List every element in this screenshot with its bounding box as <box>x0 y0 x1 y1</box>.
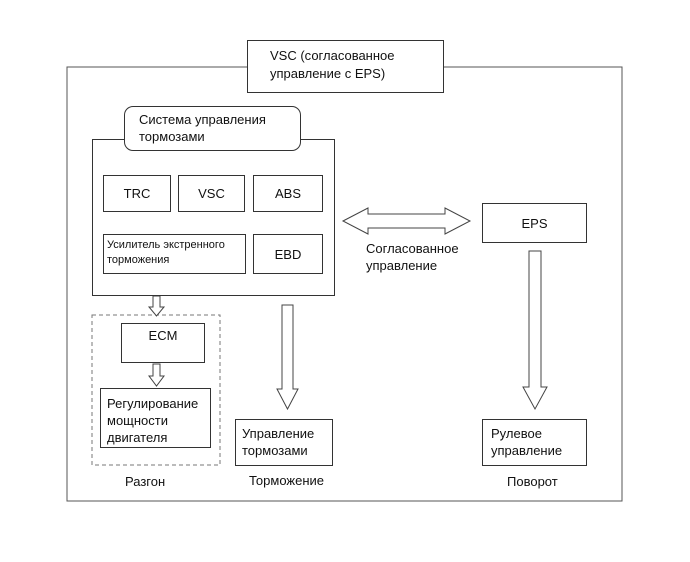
abs-label: ABS <box>274 186 301 201</box>
eps-label: EPS <box>521 215 548 231</box>
steering-control-box: Рулевое управление <box>482 419 587 466</box>
eps-box: EPS <box>482 203 587 243</box>
brake-assist-line1: Усилитель экстренного <box>107 239 225 251</box>
arrow-to-power-control <box>148 363 165 387</box>
vsc-box: VSC <box>178 175 245 212</box>
trc-box: TRC <box>103 175 171 212</box>
brake-control-line2: тормозами <box>242 443 308 458</box>
vsc-label: VSC <box>198 186 225 201</box>
brake-system-title-tab: Система управления тормозами <box>124 106 301 151</box>
caption-turning: Поворот <box>507 474 558 489</box>
steering-control-line1: Рулевое <box>491 426 542 441</box>
brake-control-line1: Управление <box>242 426 315 441</box>
engine-power-control-box: Регулирование мощности двигателя <box>100 388 211 448</box>
brake-system-title-line1: Система управления <box>139 112 266 127</box>
brake-assist-line2: торможения <box>107 254 170 266</box>
power-control-line1: Регулирование <box>107 396 199 411</box>
arrow-to-steering-control <box>522 250 548 411</box>
coordination-line1: Согласованное <box>366 241 459 256</box>
trc-label: TRC <box>123 186 151 201</box>
vsc-box-line2: управление с EPS) <box>270 66 386 81</box>
brake-system-title-line2: тормозами <box>139 129 205 144</box>
coordination-double-arrow <box>341 207 472 235</box>
steering-control-line2: управление <box>491 443 563 458</box>
arrow-to-ecm <box>147 295 166 317</box>
ebd-box: EBD <box>253 234 323 274</box>
arrow-to-brake-control <box>276 304 299 411</box>
caption-acceleration: Разгон <box>125 474 166 489</box>
power-control-line2: мощности <box>107 413 168 428</box>
ecm-box: ECM <box>121 323 205 363</box>
brake-assist-box: Усилитель экстренного торможения <box>103 234 246 274</box>
coordination-line2: управление <box>366 258 438 273</box>
caption-braking: Торможение <box>249 473 325 488</box>
abs-box: ABS <box>253 175 323 212</box>
ecm-label: ECM <box>148 328 178 343</box>
vsc-coordinated-box: VSC (согласованное управление с EPS) <box>247 40 444 93</box>
power-control-line3: двигателя <box>107 430 168 445</box>
brake-control-box: Управление тормозами <box>235 419 333 466</box>
vsc-box-line1: VSC (согласованное <box>270 48 395 63</box>
ebd-label: EBD <box>274 246 302 262</box>
